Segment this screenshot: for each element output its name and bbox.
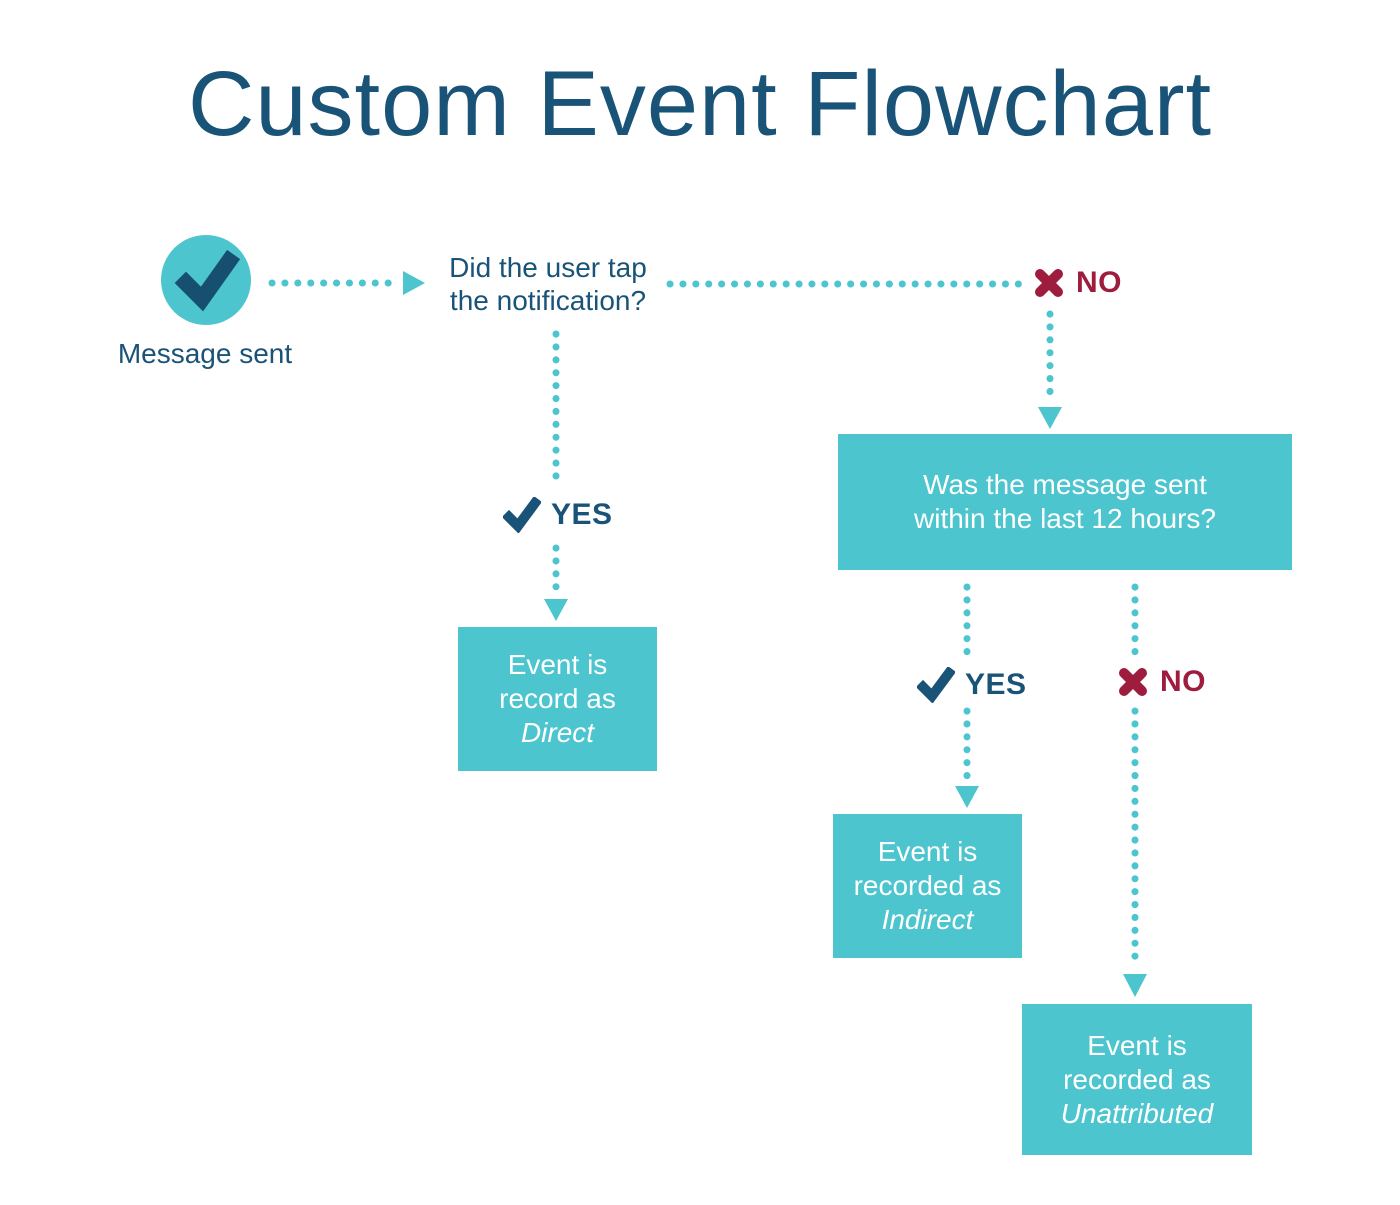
outcome-line: recorded as <box>853 870 1002 901</box>
question-line: within the last 12 hours? <box>914 503 1216 534</box>
arrowhead-to-q1 <box>403 271 425 295</box>
message-sent-checkmark-circle-icon <box>161 235 251 325</box>
checkmark-icon <box>503 497 541 533</box>
outcome-line: Event is <box>507 649 608 680</box>
decision-yes-q1: YES <box>503 497 613 533</box>
arrowhead-to-direct-box <box>544 599 568 621</box>
message-sent-label: Message sent <box>117 338 293 369</box>
page-title: Custom Event Flowchart <box>187 53 1213 155</box>
outcome-box-unattributed: Event is recorded as Unattributed <box>1022 1004 1252 1155</box>
outcome-box-direct: Event is record as Direct <box>458 627 657 771</box>
outcome-box-indirect: Event is recorded as Indirect <box>833 814 1022 958</box>
arrowhead-to-unattributed-box <box>1123 974 1147 997</box>
decision-no-top: NO <box>1032 266 1122 300</box>
outcome-line: record as <box>499 683 616 714</box>
decision-yes-text: YES <box>551 498 613 531</box>
outcome-line: Event is <box>1087 1029 1187 1061</box>
question-line: Did the user tap <box>449 252 647 283</box>
question-did-user-tap: Did the user tap the notification? <box>420 251 676 317</box>
outcome-line: Event is <box>877 836 978 867</box>
decision-no-text: NO <box>1076 266 1122 299</box>
question-box-last-12-hours: Was the message sent within the last 12 … <box>838 434 1292 570</box>
outcome-emphasis: Direct <box>520 717 595 748</box>
decision-yes-q2: YES <box>917 667 1027 703</box>
checkmark-icon <box>917 667 955 703</box>
outcome-emphasis: Unattributed <box>1060 1097 1214 1129</box>
arrowhead-to-indirect-box <box>955 786 979 808</box>
decision-no-q2: NO <box>1116 665 1206 699</box>
outcome-emphasis: Indirect <box>881 904 974 935</box>
cross-icon <box>1119 668 1147 696</box>
question-line: Was the message sent <box>923 469 1207 500</box>
cross-icon <box>1035 269 1063 297</box>
question-line: the notification? <box>449 285 647 316</box>
outcome-line: recorded as <box>1063 1063 1211 1095</box>
decision-no-text: NO <box>1160 665 1206 698</box>
decision-yes-text: YES <box>965 668 1027 701</box>
arrowhead-to-q2-box <box>1038 407 1062 429</box>
